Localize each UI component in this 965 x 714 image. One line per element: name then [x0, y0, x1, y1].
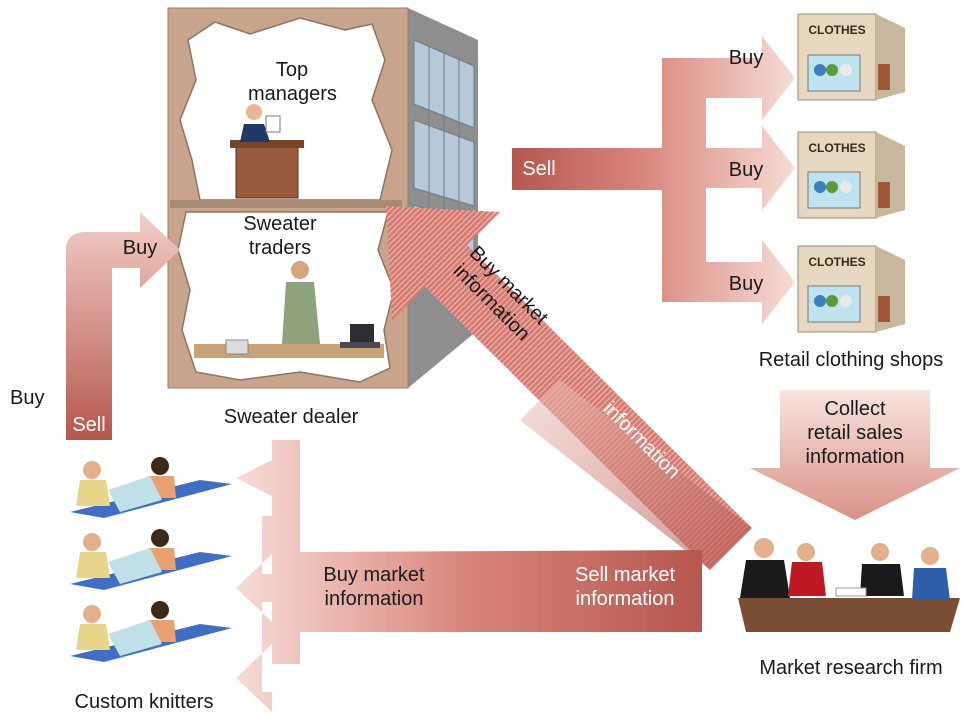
collect-line-2: retail sales — [807, 422, 903, 444]
sweater-dealer-building — [167, 7, 478, 389]
collect-line-1: Collect — [824, 398, 886, 420]
collect-info-arrow — [750, 390, 960, 520]
knitter-row-2 — [70, 529, 232, 590]
knitter-row-3 — [70, 601, 232, 662]
sweater-dealer-label: Sweater dealer — [223, 406, 359, 428]
sweater-traders-line-1: Sweater — [243, 213, 317, 235]
custom-knitter-figures — [70, 457, 232, 662]
bottom-buy-market-info-label: Buy market information — [304, 563, 444, 611]
dealer-sell-label: Sell — [522, 158, 556, 180]
shop-1 — [797, 13, 905, 101]
dealer-buy-label: Buy — [122, 237, 158, 259]
top-manager-figure — [230, 104, 304, 199]
retail-shop-icons — [797, 13, 905, 333]
retail-clothing-shops-label: Retail clothing shops — [758, 349, 944, 371]
top-managers-line-2: managers — [248, 83, 337, 105]
shop-sign-3: CLOTHES — [808, 255, 866, 269]
shop-sign-2: CLOTHES — [808, 141, 866, 155]
shop-buy-label-1: Buy — [728, 47, 764, 69]
shop-buy-label-3: Buy — [728, 273, 764, 295]
shop-2 — [797, 131, 905, 219]
knitter-row-1 — [70, 457, 232, 518]
knitters-to-dealer-arrow — [66, 212, 180, 440]
bottom-sell-market-info-label: Sell market information — [552, 563, 698, 611]
bottom-sell-line-2: information — [575, 588, 675, 610]
top-managers-line-1: Top — [275, 59, 309, 81]
market-research-firm-label: Market research firm — [759, 657, 943, 679]
market-research-figures — [738, 538, 960, 632]
outer-buy-label: Buy — [10, 387, 45, 409]
bottom-buy-line-1: Buy market — [323, 564, 425, 586]
firm-to-knitters-arrow — [236, 440, 702, 712]
bottom-buy-line-2: information — [324, 588, 424, 610]
sweater-traders-label: Sweater traders — [238, 212, 322, 260]
shop-sign-1: CLOTHES — [808, 23, 866, 37]
collect-line-3: information — [805, 446, 905, 468]
shop-3 — [797, 245, 905, 333]
sweater-trader-figure — [194, 261, 384, 358]
collect-retail-sales-label: Collect retail sales information — [780, 397, 930, 469]
sweater-traders-line-2: traders — [248, 237, 312, 259]
bottom-sell-line-1: Sell market — [574, 564, 676, 586]
shop-buy-label-2: Buy — [728, 159, 764, 181]
knitters-sell-label: Sell — [72, 414, 106, 436]
sell-to-shops-arrow — [512, 36, 795, 324]
custom-knitters-label: Custom knitters — [74, 691, 214, 713]
top-managers-label: Top managers — [248, 58, 337, 106]
